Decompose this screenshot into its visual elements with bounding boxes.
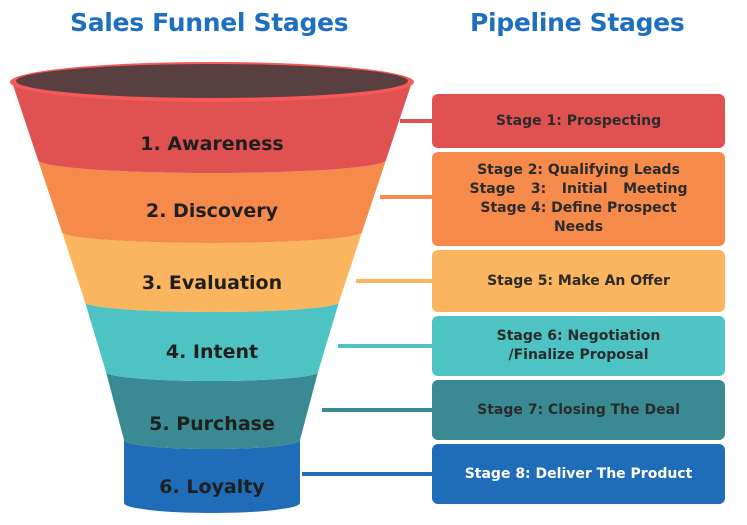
funnel-band-4 <box>85 302 339 381</box>
pipeline-stage-text: /Finalize Proposal <box>508 347 649 363</box>
pipeline-stage-box-4: Stage 6: Negotiation/Finalize Proposal <box>432 316 725 376</box>
pipeline-stage-text: Stage 6: Negotiation <box>496 328 661 344</box>
funnel: 6. Loyalty 5. Purchase 4. Intent 3. Evaluat… <box>10 62 414 513</box>
pipeline-stage-text: Stage 4: Define Prospect <box>480 200 677 216</box>
funnel-stage-label-5: 5. Purchase <box>149 413 275 435</box>
funnel-stage-label-2: 2. Discovery <box>146 200 279 222</box>
funnel-band-3 <box>62 232 362 312</box>
funnel-band-5 <box>106 372 318 449</box>
funnel-stage-label-3: 3. Evaluation <box>142 272 282 294</box>
funnel-band-1 <box>12 82 412 173</box>
funnel-stage-label-6: 6. Loyalty <box>159 476 265 498</box>
pipeline-stage-text: Stage 5: Make An Offer <box>487 272 670 289</box>
funnel-stage-label-1: 1. Awareness <box>140 133 283 155</box>
pipeline-stage-text: Needs <box>553 219 604 235</box>
pipeline-stage-text: Stage 1: Prospecting <box>495 112 662 129</box>
pipeline-stage-text: Stage 2: Qualifying Leads <box>477 162 680 178</box>
funnel-heading: Sales Funnel Stages <box>70 8 349 37</box>
pipeline-stage-text: Stage 8: Deliver The Product <box>464 465 693 482</box>
funnel-stage-label-4: 4. Intent <box>166 341 258 363</box>
connector-lines <box>302 119 434 476</box>
pipeline-stage-text: Stage 7: Closing The Deal <box>477 401 680 418</box>
funnel-band-2 <box>38 160 386 243</box>
funnel-band-6 <box>124 440 300 513</box>
pipeline-stage-box-6: Stage 8: Deliver The Product <box>432 444 725 504</box>
funnel-rim <box>16 64 408 98</box>
pipeline-stage-box-1: Stage 1: Prospecting <box>432 94 725 148</box>
pipeline-stage-box-5: Stage 7: Closing The Deal <box>432 380 725 440</box>
pipeline-stage-box-3: Stage 5: Make An Offer <box>432 250 725 312</box>
pipeline-heading: Pipeline Stages <box>470 8 685 37</box>
pipeline-stage-text: Stage 3: Initial Meeting <box>469 181 688 197</box>
